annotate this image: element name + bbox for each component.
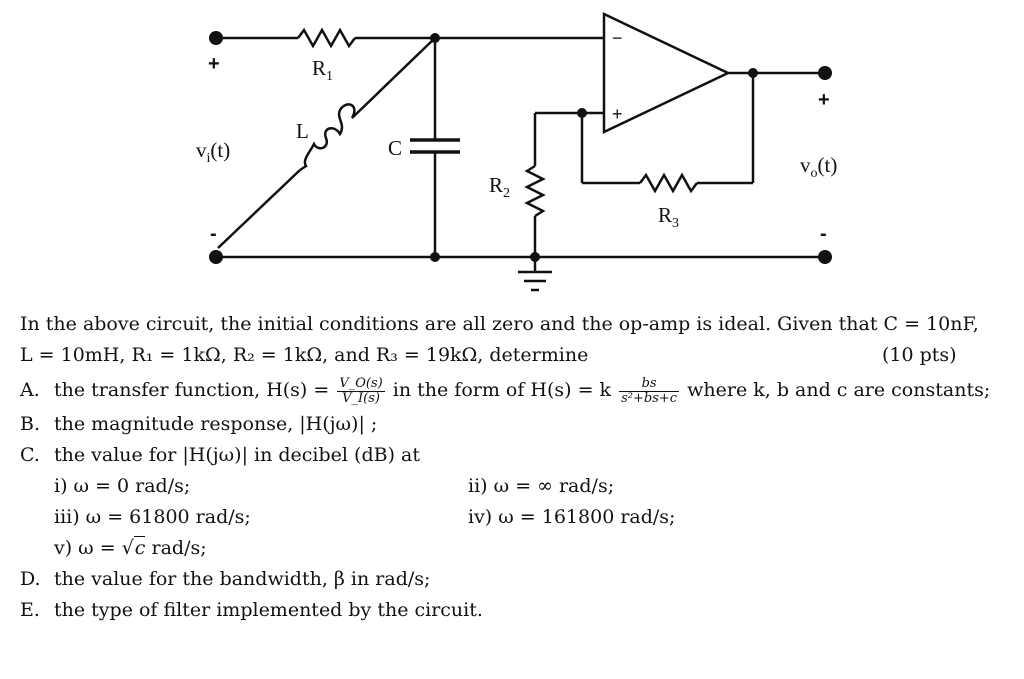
- item-a-text-mid: in the form of H(s) = k: [392, 379, 612, 401]
- r1-label: R1: [312, 56, 333, 84]
- item-b: B. the magnitude response, |H(jω)| ;: [20, 409, 1015, 440]
- item-d: D. the value for the bandwidth, β in rad…: [20, 564, 1015, 595]
- form-numerator: bs: [619, 376, 680, 392]
- r3-label: R3: [658, 203, 679, 231]
- item-c: C. the value for |H(jω)| in decibel (dB)…: [20, 440, 1015, 471]
- item-a: A. the transfer function, H(s) = V_O(s) …: [20, 371, 1015, 409]
- inductor-lead-top: [351, 37, 436, 119]
- l-label: L: [296, 119, 309, 143]
- output-node-dot: [748, 68, 758, 78]
- vin-label: vi(t): [196, 138, 230, 166]
- item-d-text: the value for the bandwidth, β in rad/s;: [54, 568, 431, 590]
- vout-label: vo(t): [800, 153, 837, 181]
- item-c-row-3: v) ω = √c rad/s;: [20, 533, 1015, 564]
- form-denominator: s²+bs+c: [621, 390, 678, 406]
- vo-vi-fraction: V_O(s) V_I(s): [337, 375, 385, 406]
- vo-vi-denominator: V_I(s): [342, 390, 380, 406]
- item-a-text-post: where k, b and c are constants;: [687, 379, 991, 401]
- c-label: C: [388, 136, 402, 160]
- item-c-v: v) ω = √c rad/s;: [54, 536, 207, 559]
- item-a-letter: A.: [20, 379, 40, 401]
- opamp-plus-label: +: [612, 104, 623, 124]
- vo-vi-numerator: V_O(s): [337, 375, 385, 392]
- item-c-text: the value for |H(jω)| in decibel (dB) at: [54, 444, 420, 466]
- circuit-diagram: − + + - vi(t) + - vo(t) R1 R2 R3 L C: [196, 12, 837, 292]
- inductor-coil: [299, 103, 356, 172]
- intro-line-1: In the above circuit, the initial condit…: [20, 309, 1015, 340]
- item-c-ii: ii) ω = ∞ rad/s;: [468, 475, 615, 497]
- opamp-minus-label: −: [612, 28, 623, 48]
- intro-text-1: In the above circuit, the initial condit…: [20, 313, 979, 335]
- intro-text-2: L = 10mH, R₁ = 1kΩ, R₂ = 1kΩ, and R₃ = 1…: [20, 344, 589, 366]
- r3-resistor: [639, 172, 698, 194]
- points-label: (10 pts): [882, 344, 957, 366]
- sqrt-radicand: c: [133, 536, 146, 559]
- vin-minus-sign: -: [210, 223, 217, 245]
- item-e-letter: E.: [20, 599, 40, 621]
- problem-statement: In the above circuit, the initial condit…: [20, 309, 1015, 626]
- item-c-i: i) ω = 0 rad/s;: [54, 475, 191, 497]
- intro-line-2: L = 10mH, R₁ = 1kΩ, R₂ = 1kΩ, and R₃ = 1…: [20, 340, 1015, 371]
- r2-resistor: [524, 164, 546, 218]
- item-e-text: the type of filter implemented by the ci…: [54, 599, 483, 621]
- vin-plus-sign: +: [208, 53, 220, 75]
- item-c-row-2: iii) ω = 61800 rad/s; iv) ω = 161800 rad…: [20, 502, 1015, 533]
- r2-label: R2: [489, 173, 510, 201]
- item-b-text: the magnitude response, |H(jω)| ;: [54, 413, 378, 435]
- inductor-lead-bottom: [217, 169, 301, 249]
- item-c-row-1: i) ω = 0 rad/s; ii) ω = ∞ rad/s;: [20, 471, 1015, 502]
- vout-plus-sign: +: [818, 89, 830, 111]
- item-c-letter: C.: [20, 444, 40, 466]
- form-fraction: bs s²+bs+c: [619, 376, 680, 406]
- item-c-iii: iii) ω = 61800 rad/s;: [54, 506, 251, 528]
- opamp-triangle: [602, 12, 731, 134]
- item-d-letter: D.: [20, 568, 41, 590]
- item-c-iv: iv) ω = 161800 rad/s;: [468, 506, 676, 528]
- item-a-text-pre: the transfer function, H(s) =: [54, 379, 330, 401]
- item-b-letter: B.: [20, 413, 41, 435]
- vout-top-terminal: [818, 66, 832, 80]
- vout-bottom-terminal: [818, 250, 832, 264]
- vout-minus-sign: -: [820, 223, 827, 245]
- item-e: E. the type of filter implemented by the…: [20, 595, 1015, 626]
- r1-resistor: [297, 27, 356, 49]
